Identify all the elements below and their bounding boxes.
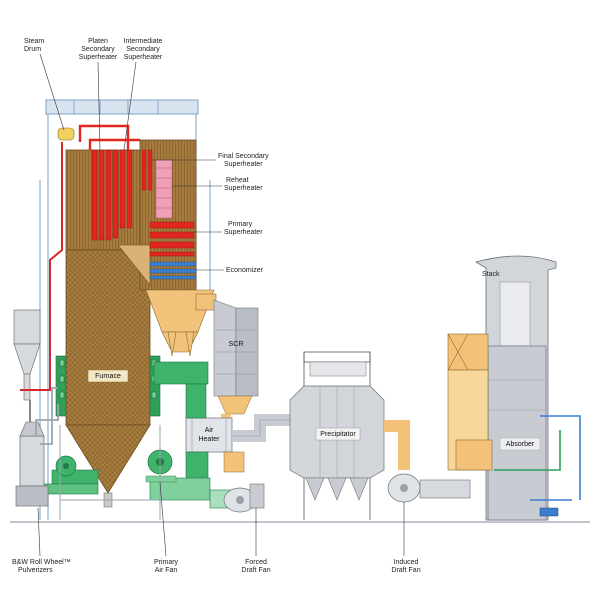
precipitator: Precipitator <box>289 351 385 520</box>
reheat-superheater <box>155 159 173 219</box>
economizer <box>149 261 197 280</box>
steam-drum-label-1: Steam <box>24 38 44 45</box>
final-sh-label-2: Superheater <box>224 161 263 168</box>
flue-duct-to-idfan <box>384 420 410 470</box>
reheat-label-2: Superheater <box>224 185 263 192</box>
pulverizer <box>15 400 49 507</box>
steam-drum-label-2: Drum <box>24 46 41 53</box>
pulverizers-label-1: B&W Roll Wheel™ <box>12 559 71 566</box>
callout-primary-air-fan: Primary Air Fan <box>154 481 179 574</box>
primary-superheater <box>149 221 195 257</box>
pulverizers-label-2: Pulverizers <box>18 567 53 574</box>
fd-fan-label-1: Forced <box>245 559 267 566</box>
flue-damper <box>223 451 245 473</box>
callout-induced-draft-fan: Induced Draft Fan <box>391 502 421 574</box>
primary-sh-label-1: Primary <box>228 221 253 228</box>
furnace-bottom-structure <box>59 425 161 520</box>
id-fan-label-2: Draft Fan <box>391 567 420 574</box>
pa-fan-label-2: Air Fan <box>155 567 178 574</box>
air-heater-label-2: Heater <box>198 436 220 443</box>
callout-final-superheater: Final Secondary Superheater <box>150 153 269 168</box>
platen-label-1: Platen <box>88 38 108 45</box>
platen-superheater <box>91 149 119 241</box>
economizer-label: Economizer <box>226 267 264 274</box>
intermediate-label-1: Intermediate <box>124 38 163 45</box>
platen-label-2: Secondary <box>81 46 115 53</box>
callout-pulverizers: B&W Roll Wheel™ Pulverizers <box>12 507 71 574</box>
steam-drum <box>57 127 75 141</box>
pulverizer-air-fan <box>55 455 77 477</box>
absorber-label: Absorber <box>506 441 535 448</box>
callout-steam-drum: Steam Drum <box>24 38 65 131</box>
callout-reheat-superheater: Reheat Superheater <box>172 177 263 192</box>
stack-label: Stack <box>482 271 500 278</box>
callout-platen-superheater: Platen Secondary Superheater <box>79 38 118 151</box>
fd-fan-label-2: Draft Fan <box>241 567 270 574</box>
air-heater-label-1: Air <box>205 427 214 434</box>
intermediate-label-2: Secondary <box>126 46 160 53</box>
final-sh-label-1: Final Secondary <box>218 153 269 160</box>
callout-forced-draft-fan: Forced Draft Fan <box>241 508 271 574</box>
primary-sh-label-2: Superheater <box>224 229 263 236</box>
callout-intermediate-superheater: Intermediate Secondary Superheater <box>124 38 163 151</box>
backpass-hoppers <box>145 289 217 357</box>
reheat-label-1: Reheat <box>226 177 249 184</box>
absorber-inlet-duct <box>447 333 493 471</box>
absorber-piping <box>494 415 581 501</box>
intermediate-superheater <box>119 149 133 229</box>
forced-draft-fan <box>223 483 265 513</box>
steam-line <box>20 142 63 391</box>
platen-label-3: Superheater <box>79 54 118 61</box>
air-heater: Air Heater <box>185 417 233 453</box>
absorber-pump <box>539 507 559 517</box>
furnace-label: Furnace <box>95 373 121 380</box>
id-fan-label-1: Induced <box>394 559 419 566</box>
coal-pipes <box>35 387 59 445</box>
precipitator-label: Precipitator <box>320 431 356 438</box>
intermediate-label-3: Superheater <box>124 54 163 61</box>
scr-label: SCR <box>229 341 244 348</box>
absorber: Absorber <box>487 345 547 521</box>
callout-primary-superheater: Primary Superheater <box>194 221 263 236</box>
pa-fan-label-1: Primary <box>154 559 179 566</box>
scr: SCR <box>213 299 259 415</box>
final-superheater <box>141 149 153 191</box>
coal-silo <box>13 309 41 401</box>
superheater-headers <box>78 124 140 150</box>
induced-draft-fan <box>387 473 471 503</box>
primary-air-fan <box>145 449 177 483</box>
callout-economizer: Economizer <box>196 267 264 274</box>
